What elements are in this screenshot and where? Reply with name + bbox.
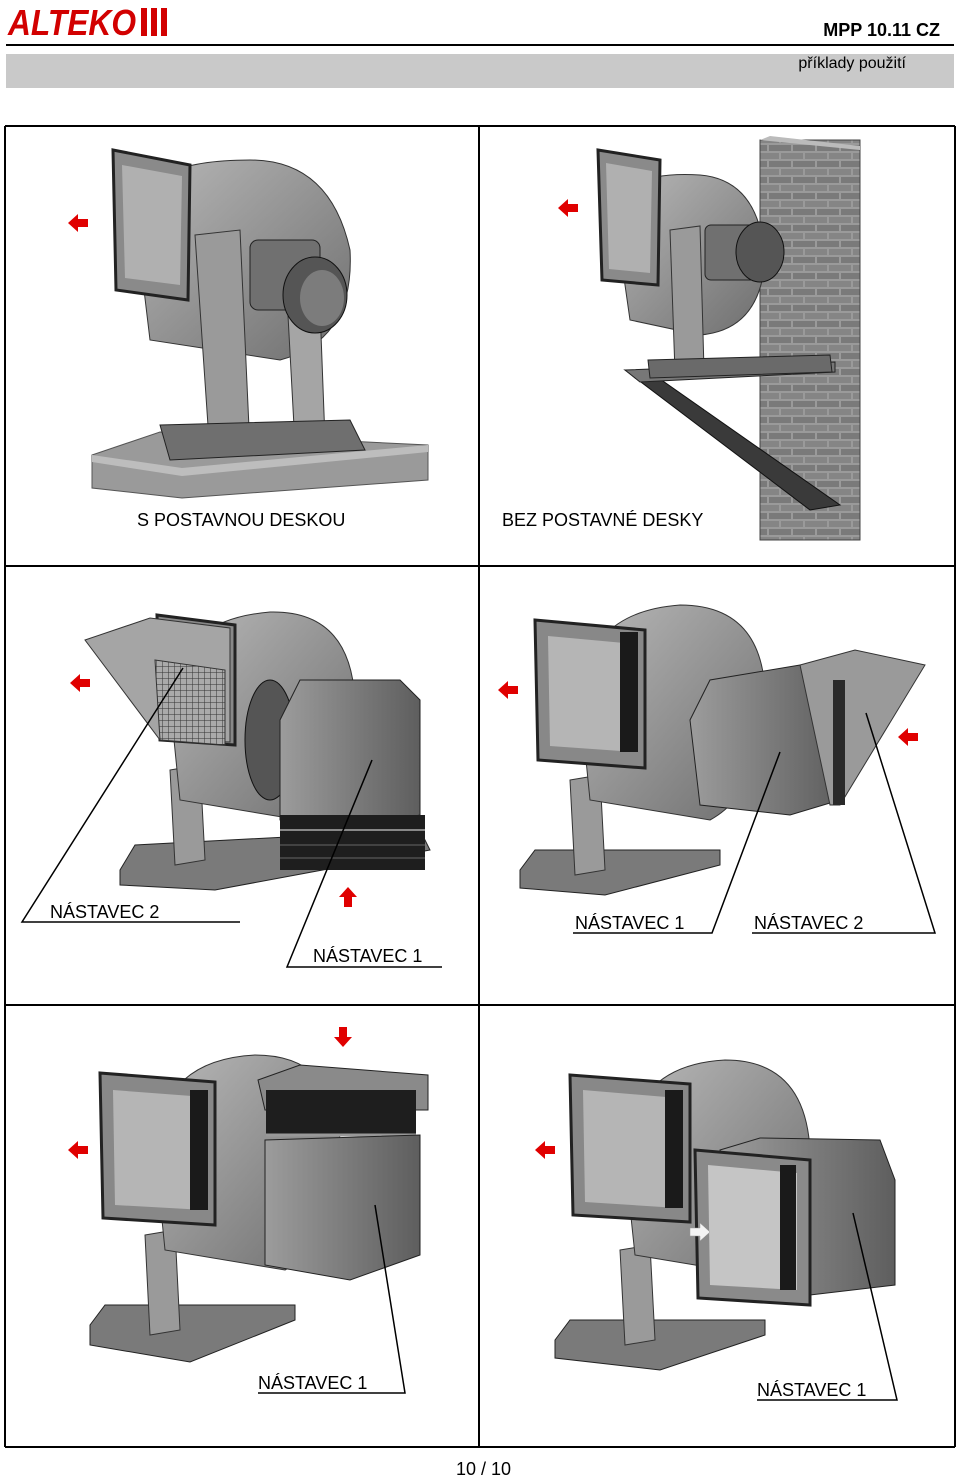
fan-with-top-attachment [89,1054,429,1363]
fan-on-wall-bracket [596,136,861,541]
panel3-label-attachment-1: NÁSTAVEC 1 [313,946,422,966]
leader-lines [20,667,442,968]
arrow-left-icon [70,674,90,692]
fan-with-attachments-1-2 [84,611,431,891]
panel3-label-attachment-2: NÁSTAVEC 2 [50,902,159,922]
fan-with-front-attachment [554,1059,896,1371]
panel2-caption: BEZ POSTAVNÉ DESKY [502,510,703,530]
arrow-left-icon [498,681,518,699]
fan-with-base-plate [91,148,429,499]
arrow-up-icon [339,887,357,907]
leader-lines [258,1204,406,1394]
leader-lines [757,1212,898,1401]
arrow-left-icon [68,214,88,232]
logo-text: ALTEKO [7,4,136,40]
arrow-left-icon [535,1141,555,1159]
header-subtitle: příklady použití [798,55,906,72]
header-rule [6,44,954,46]
header-band: příklady použití [6,54,954,88]
arrow-left-icon [898,728,918,746]
panel5-label-attachment-1: NÁSTAVEC 1 [258,1373,367,1393]
panel4-label-attachment-1: NÁSTAVEC 1 [575,913,684,933]
arrow-left-icon [68,1141,88,1159]
panel6-label-attachment-1: NÁSTAVEC 1 [757,1380,866,1400]
page-number: 10 / 10 [456,1459,512,1479]
document-code: MPP 10.11 CZ [823,20,940,40]
arrow-down-icon [334,1027,352,1047]
panel1-caption: S POSTAVNOU DESKOU [137,510,345,530]
alteko-logo: ALTEKO [7,4,167,40]
leader-lines [573,712,937,934]
arrow-left-icon [558,199,578,217]
panel4-label-attachment-2: NÁSTAVEC 2 [754,913,863,933]
fan-with-attachments-1-2-side [519,604,926,896]
grid-lines [4,125,956,1448]
